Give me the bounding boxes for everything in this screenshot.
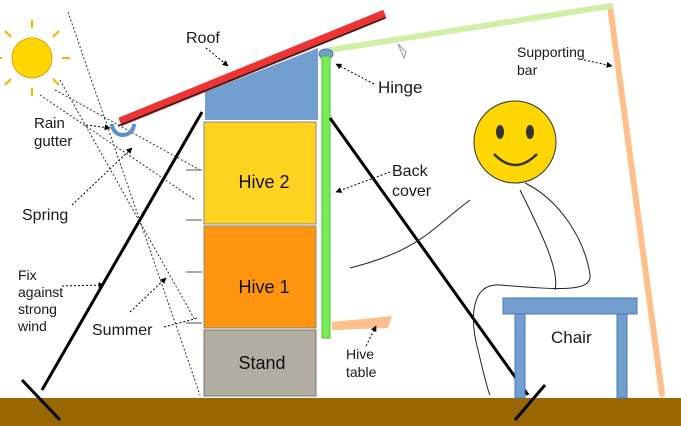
fix-label-4: wind	[17, 318, 47, 334]
rain-gutter-label-1: Rain	[34, 115, 65, 132]
smiley-face-icon	[473, 100, 557, 184]
hive1-label: Hive 1	[238, 277, 289, 297]
fix-label-3: strong	[18, 301, 57, 317]
hive2-label: Hive 2	[238, 172, 289, 192]
roof-label: Roof	[186, 30, 220, 47]
roof-block	[205, 48, 318, 120]
back-cover	[321, 55, 331, 339]
anchor-right	[513, 384, 547, 421]
chair	[502, 297, 638, 399]
anchor-left	[20, 378, 62, 422]
hinge-label: Hinge	[378, 78, 422, 97]
sun-icon	[0, 20, 70, 96]
wind-line-right	[328, 117, 530, 396]
rain-gutter-label-2: gutter	[34, 133, 72, 150]
supporting-bar-top	[327, 3, 613, 53]
summer-label: Summer	[92, 322, 153, 339]
hive2-box	[203, 121, 317, 225]
back-cover-label-2: cover	[392, 183, 432, 200]
support-latch-icon	[397, 43, 407, 60]
hive-ticks	[186, 169, 202, 324]
sun-rays	[39, 11, 201, 396]
stand-box	[203, 329, 317, 397]
supporting-bar	[607, 3, 665, 397]
supporting-bar-label-1: Supporting	[517, 44, 585, 60]
hive1-box	[203, 225, 317, 329]
back-cover-label-1: Back	[392, 163, 429, 180]
hive-table-label-1: Hive	[346, 346, 374, 362]
spring-label: Spring	[22, 207, 68, 224]
chair-label: Chair	[551, 328, 592, 347]
roof-panel	[118, 9, 387, 127]
fix-label-2: against	[18, 284, 63, 300]
leader-lines	[61, 47, 613, 347]
supporting-bar-label-2: bar	[517, 62, 538, 78]
rain-gutter-icon	[110, 123, 136, 137]
ground	[0, 398, 681, 426]
stand-label: Stand	[238, 353, 285, 373]
fix-label-1: Fix	[18, 267, 37, 283]
wind-line-left	[40, 111, 204, 391]
hive-table-label-2: table	[346, 364, 377, 380]
person-body	[349, 182, 591, 396]
hive-table	[332, 316, 392, 330]
